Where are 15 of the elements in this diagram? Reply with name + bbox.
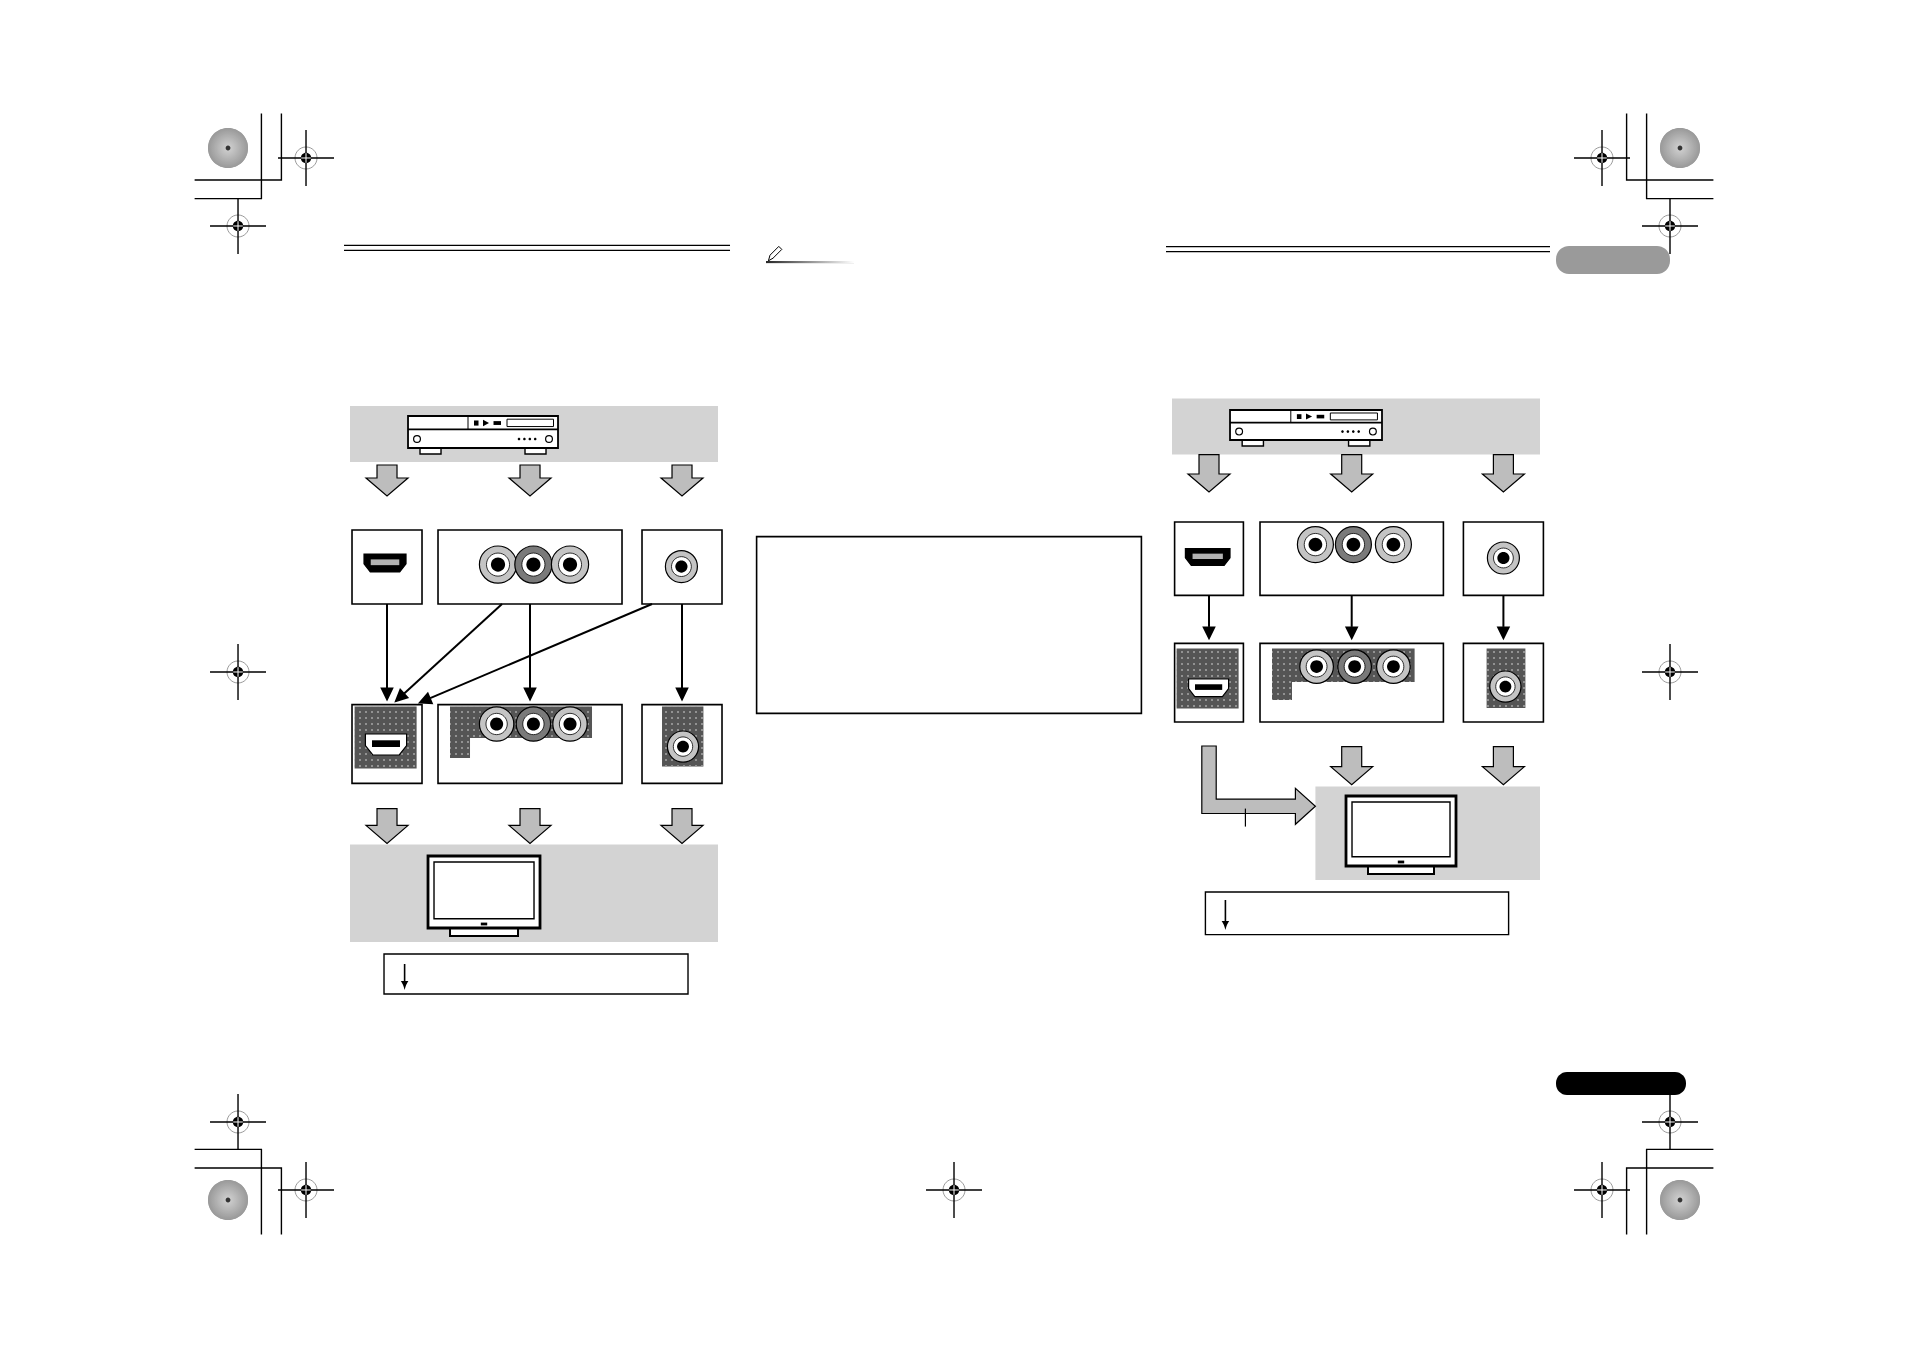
block-arrow: [1480, 454, 1527, 493]
block-arrow: [364, 808, 410, 845]
block-arrow: [507, 464, 553, 497]
block-arrow: [1186, 454, 1232, 493]
legend-box: [383, 953, 689, 995]
block-arrow: [1329, 454, 1375, 493]
block-arrow: [659, 808, 705, 845]
block-arrow: [1201, 745, 1317, 826]
note-box: [755, 535, 1143, 715]
block-arrow: [1329, 746, 1375, 786]
block-arrow: [507, 808, 553, 845]
block-arrow: [1480, 746, 1527, 786]
block-arrow: [659, 464, 705, 497]
block-arrow: [364, 464, 410, 497]
legend-box: [1204, 891, 1510, 936]
